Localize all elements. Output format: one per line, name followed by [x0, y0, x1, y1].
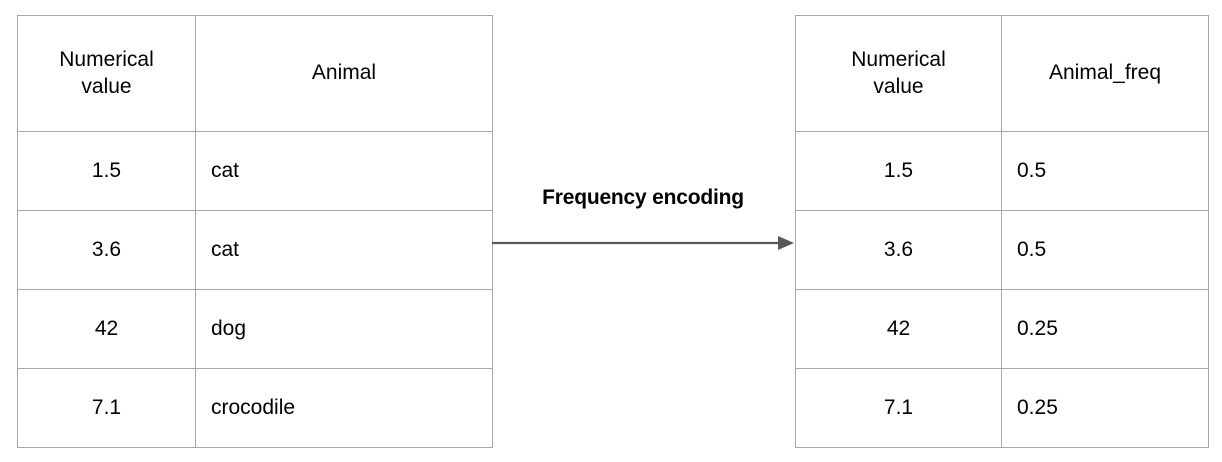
cell-numerical-value: 3.6: [795, 210, 1002, 290]
arrow-right-icon: [492, 236, 794, 250]
cell-animal: cat: [195, 131, 493, 211]
table-row: 42 dog: [17, 289, 493, 369]
cell-animal: dog: [195, 289, 493, 369]
cell-numerical-value: 1.5: [17, 131, 196, 211]
column-header-numerical-value: Numerical value: [17, 15, 196, 132]
cell-animal-freq: 0.5: [1001, 210, 1209, 290]
cell-numerical-value: 7.1: [17, 368, 196, 448]
output-table: Numerical value Animal_freq 1.5 0.5 3.6 …: [795, 15, 1209, 448]
table-row: 3.6 0.5: [795, 210, 1209, 290]
cell-numerical-value: 3.6: [17, 210, 196, 290]
cell-animal: cat: [195, 210, 493, 290]
table-row: 3.6 cat: [17, 210, 493, 290]
table-row: 7.1 crocodile: [17, 368, 493, 448]
cell-numerical-value: 7.1: [795, 368, 1002, 448]
column-header-label: Animal: [311, 61, 377, 85]
transform-annotation: Frequency encoding: [490, 186, 796, 266]
column-header-label: Numerical value: [59, 48, 154, 98]
table-row: 42 0.25: [795, 289, 1209, 369]
table-header-row: Numerical value Animal: [17, 15, 493, 132]
cell-numerical-value: 1.5: [795, 131, 1002, 211]
table-header-row: Numerical value Animal_freq: [795, 15, 1209, 132]
table-row: 1.5 0.5: [795, 131, 1209, 211]
cell-animal-freq: 0.25: [1001, 289, 1209, 369]
cell-numerical-value: 42: [17, 289, 196, 369]
column-header-numerical-value: Numerical value: [795, 15, 1002, 132]
cell-animal-freq: 0.5: [1001, 131, 1209, 211]
cell-animal: crocodile: [195, 368, 493, 448]
column-header-animal-freq: Animal_freq: [1001, 15, 1209, 132]
column-header-animal: Animal: [195, 15, 493, 132]
cell-numerical-value: 42: [795, 289, 1002, 369]
input-table: Numerical value Animal 1.5 cat 3.6 cat 4…: [17, 15, 493, 448]
transform-label: Frequency encoding: [542, 186, 744, 209]
cell-animal-freq: 0.25: [1001, 368, 1209, 448]
column-header-label: Numerical value: [851, 48, 946, 98]
table-row: 1.5 cat: [17, 131, 493, 211]
table-row: 7.1 0.25: [795, 368, 1209, 448]
column-header-label: Animal_freq: [1048, 61, 1162, 85]
